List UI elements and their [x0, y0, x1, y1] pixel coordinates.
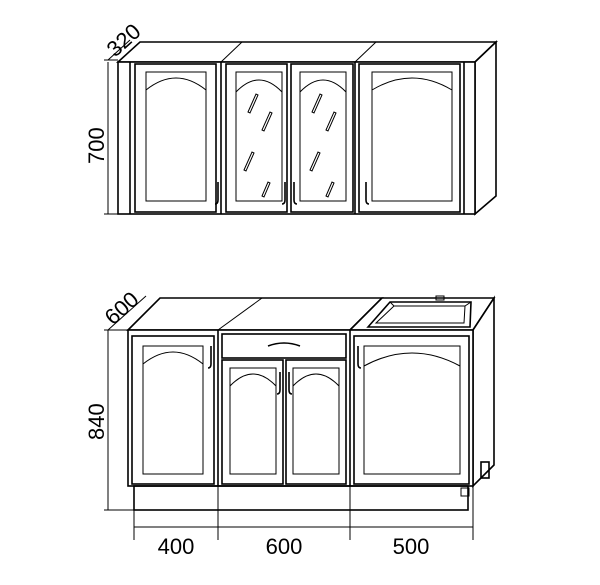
- plinth: [133, 485, 469, 511]
- lower-door-right: [353, 335, 470, 485]
- upper-door-left: [134, 63, 219, 213]
- lower-door-left: [131, 335, 215, 485]
- door-handle-icon: [207, 346, 212, 369]
- door-handle-icon: [293, 182, 298, 205]
- drawer-handle-icon: [267, 342, 301, 347]
- faucet-icon: [435, 295, 445, 301]
- door-handle-icon: [288, 372, 293, 395]
- width-label-right: 500: [393, 534, 430, 559]
- glass-reflection-icon: [309, 93, 337, 198]
- door-handle-icon: [365, 182, 370, 205]
- door-handle-icon: [276, 372, 281, 395]
- upper-cabinet-set: 320 700: [84, 19, 498, 216]
- sink-basin: [366, 295, 472, 328]
- upper-top-face: [115, 41, 498, 63]
- lower-cabinet-set: 600 840 400 600 500: [84, 287, 496, 559]
- width-dimension-line: [133, 486, 474, 540]
- drawer: [221, 333, 347, 359]
- upper-glass-door-1: [225, 63, 288, 213]
- door-handle-icon: [214, 182, 219, 205]
- glass-reflection-icon: [243, 93, 273, 198]
- lower-door-middle-left: [221, 359, 284, 485]
- width-label-left: 400: [158, 534, 195, 559]
- adjustable-leg-icon: [460, 487, 470, 497]
- adjustable-leg-icon: [480, 461, 490, 479]
- upper-depth-dimension-line: [107, 39, 131, 61]
- door-handle-icon: [357, 346, 362, 369]
- upper-glass-door-2: [290, 63, 354, 213]
- upper-height-label: 700: [84, 127, 109, 164]
- width-label-middle: 600: [266, 534, 303, 559]
- lower-door-middle-right: [285, 359, 347, 485]
- upper-door-right: [358, 63, 461, 213]
- lower-side-face: [472, 295, 495, 488]
- lower-depth-dimension-line: [107, 295, 147, 331]
- door-handle-icon: [281, 182, 286, 205]
- upper-side-face: [474, 40, 497, 216]
- upper-front: [117, 61, 476, 215]
- lower-height-label: 840: [84, 403, 109, 440]
